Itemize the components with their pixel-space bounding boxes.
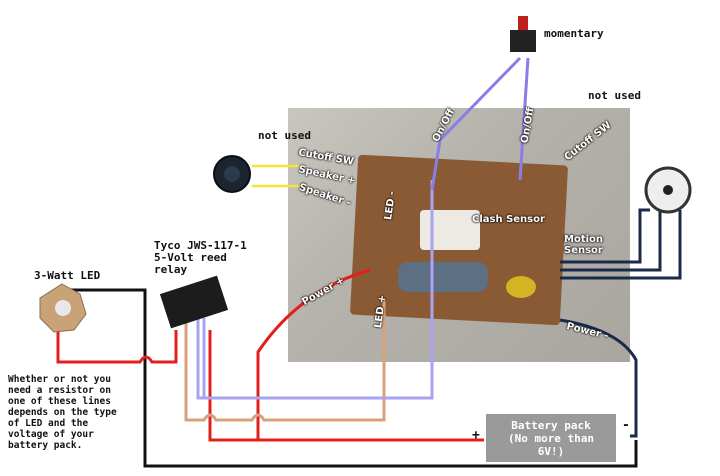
lavender-wire — [196, 180, 434, 400]
label-not-used-right: not used — [588, 89, 641, 102]
power-minus-wire — [559, 318, 638, 438]
ceramic-capacitor — [506, 276, 536, 298]
battery-pack: Battery pack (No more than 6V!) — [486, 414, 616, 462]
battery-minus-terminal: - — [622, 418, 630, 433]
black-wire — [62, 288, 638, 468]
clash-sensor-component — [420, 210, 480, 250]
motion-wire-3 — [560, 210, 682, 280]
motion-wire-2 — [560, 210, 662, 272]
label-relay: Tyco JWS-117-1 5-Volt reed relay — [154, 239, 247, 276]
wire-label-clash-sensor: Clash Sensor — [472, 214, 545, 225]
battery-plus-terminal: + — [472, 428, 480, 443]
wire-label-motion-sensor: Motion Sensor — [564, 234, 604, 256]
label-not-used-left: not used — [258, 129, 311, 142]
label-momentary: momentary — [544, 27, 604, 40]
capacitor — [398, 262, 488, 292]
red-wire-power — [256, 268, 484, 442]
relay-icon — [159, 275, 229, 329]
label-led: 3-Watt LED — [34, 269, 101, 282]
on-off-wire-right — [518, 57, 530, 181]
resistor-note: Whether or not you need a resistor on on… — [8, 374, 117, 451]
momentary-switch-icon — [510, 30, 536, 52]
red-wire-relay — [208, 330, 258, 442]
motion-wire — [560, 208, 650, 264]
on-off-wire-left — [430, 56, 522, 191]
tan-wire — [184, 300, 386, 422]
red-wire-led — [56, 330, 178, 364]
